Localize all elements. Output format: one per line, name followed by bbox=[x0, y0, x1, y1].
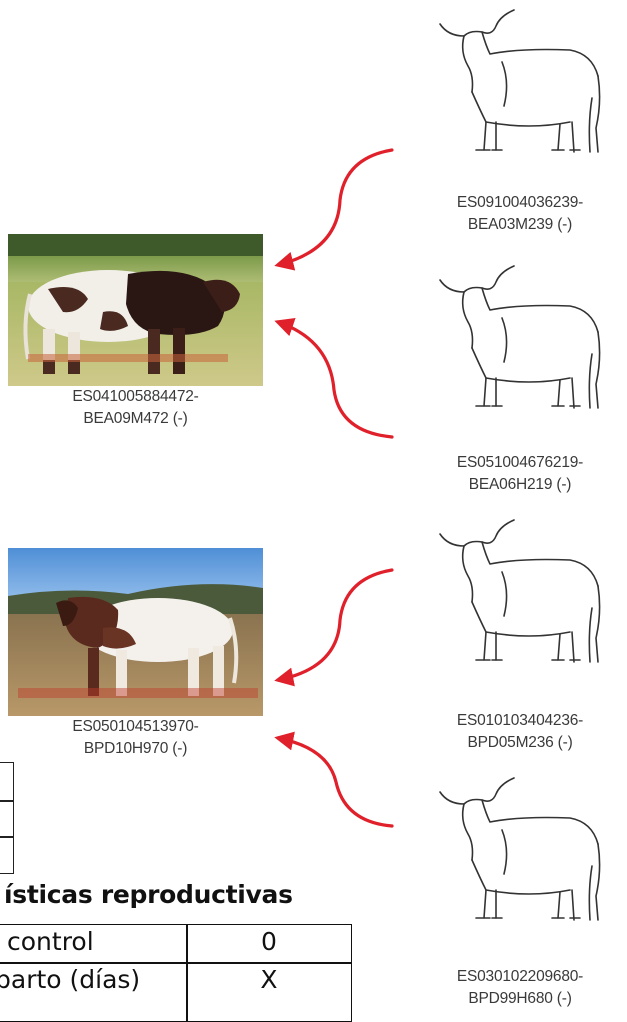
bull-outline-icon bbox=[430, 770, 610, 930]
arrow-sire-1 bbox=[274, 148, 394, 271]
row-label: parto (días) bbox=[0, 965, 141, 994]
parent-label-2: ES051004676219- BEA06H219 (-) bbox=[456, 454, 584, 493]
parent-label-4: ES030102209680- BPD99H680 (-) bbox=[456, 968, 584, 1007]
bull-outline-icon bbox=[430, 2, 610, 162]
table-row bbox=[0, 836, 14, 874]
row-value: X bbox=[260, 965, 278, 994]
parent-label-3: ES010103404236- BPD05M236 (-) bbox=[456, 712, 584, 751]
table-cell: X bbox=[186, 962, 352, 1022]
table-row bbox=[0, 800, 14, 838]
offspring-photo-1 bbox=[8, 234, 263, 386]
row-label: control bbox=[7, 927, 94, 956]
table-cell: control bbox=[0, 924, 188, 964]
arrow-sire-2 bbox=[274, 568, 394, 687]
table-row bbox=[0, 762, 14, 802]
offspring-photo-2 bbox=[8, 548, 263, 716]
row-value: 0 bbox=[261, 927, 277, 956]
bull-outline-icon bbox=[430, 512, 610, 672]
offspring-label-1: ES041005884472- BEA09M472 (-) bbox=[72, 388, 199, 427]
bull-outline-icon bbox=[430, 258, 610, 418]
arrow-dam-1 bbox=[274, 317, 394, 439]
table-cell: parto (días) bbox=[0, 962, 188, 1022]
table-cell: 0 bbox=[186, 924, 352, 964]
section-title: ísticas reproductivas bbox=[4, 880, 293, 909]
arrow-dam-2 bbox=[274, 731, 394, 828]
offspring-label-2: ES050104513970- BPD10H970 (-) bbox=[72, 718, 199, 757]
parent-label-1: ES091004036239- BEA03M239 (-) bbox=[456, 194, 584, 233]
